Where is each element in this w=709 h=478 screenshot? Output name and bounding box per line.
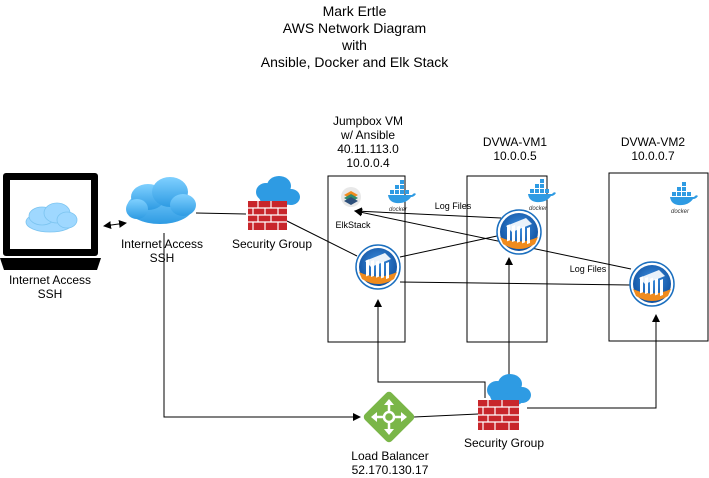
- load-balancer-label: Load Balancer 52.170.130.17: [340, 449, 440, 477]
- security-group-bottom-label: Security Group: [463, 436, 545, 450]
- title-line-1: Mark Ertle: [322, 3, 387, 19]
- jumpbox-label-line-4: 10.0.0.4: [346, 156, 390, 170]
- dvwa2-log-files-link: [354, 208, 632, 270]
- internet-load-balancer-link: [163, 233, 361, 421]
- docker-icon-jumpbox: docker: [388, 180, 416, 213]
- security-group-top-icon: [248, 176, 300, 230]
- load-balancer-security-group-link: [413, 413, 479, 418]
- laptop-internet-link: [103, 219, 127, 230]
- internet-label-line-2: SSH: [149, 251, 175, 265]
- jumpbox-label-line-3: 40.11.113.0: [337, 142, 399, 156]
- load-balancer-icon: [363, 391, 415, 443]
- client-label: Internet Access SSH: [0, 273, 100, 301]
- title-line-2: AWS Network Diagram: [282, 20, 427, 36]
- jumpbox-dvwa1-link: [399, 235, 498, 258]
- client-label-line-2: SSH: [37, 287, 63, 301]
- server-router-icon-dvwa2: [629, 261, 675, 307]
- server-router-icon-dvwa1: [496, 209, 542, 255]
- docker-icon-dvwa2: docker: [670, 182, 698, 215]
- security-group-jumpbox-link: [286, 220, 358, 257]
- load-balancer-label-line-1: Load Balancer: [351, 449, 429, 463]
- title-line-3: with: [342, 37, 367, 53]
- dvwa1-label: DVWA-VM1 10.0.0.5: [470, 135, 560, 163]
- dvwa1-log-files-link: [354, 207, 502, 219]
- connectors: [103, 207, 660, 421]
- dvwa2-label: DVWA-VM2 10.0.0.7: [608, 135, 698, 163]
- dvwa1-label-line-1: DVWA-VM1: [482, 135, 548, 149]
- docker-wordmark: docker: [529, 206, 548, 212]
- internet-label: Internet Access SSH: [110, 237, 214, 265]
- log-files-label-1: Log Files: [434, 201, 472, 211]
- log-files-label-2: Log Files: [569, 264, 607, 274]
- server-router-icon-jumpbox: [355, 244, 401, 290]
- internet-security-group-link: [195, 212, 247, 215]
- client-label-line-1: Internet Access: [8, 273, 92, 287]
- jumpbox-dvwa2-link: [399, 281, 631, 286]
- laptop-icon: [0, 173, 101, 270]
- elk-stack-label: ElkStack: [335, 220, 371, 230]
- security-group-to-jumpbox-link: [374, 299, 486, 398]
- dvwa1-label-line-2: 10.0.0.5: [493, 149, 537, 163]
- jumpbox-label-line-2: w/ Ansible: [340, 128, 396, 142]
- security-group-bottom-icon: [478, 374, 531, 430]
- dvwa-vm2-box: [608, 172, 709, 342]
- internet-label-line-1: Internet Access: [120, 237, 204, 251]
- docker-wordmark: docker: [671, 209, 690, 215]
- jumpbox-label-line-1: Jumpbox VM: [332, 114, 404, 128]
- elk-stack-icon: [341, 187, 361, 207]
- jumpbox-label: Jumpbox VM w/ Ansible 40.11.113.0 10.0.0…: [320, 114, 416, 170]
- dvwa2-label-line-1: DVWA-VM2: [620, 135, 686, 149]
- security-group-top-label: Security Group: [231, 237, 313, 251]
- docker-wordmark: docker: [389, 207, 408, 213]
- title-line-4: Ansible, Docker and Elk Stack: [260, 54, 449, 70]
- dvwa2-label-line-2: 10.0.0.7: [631, 149, 675, 163]
- diagram-title: Mark Ertle AWS Network Diagram with Ansi…: [0, 3, 709, 71]
- load-balancer-label-line-2: 52.170.130.17: [351, 463, 429, 477]
- docker-icon-dvwa1: docker: [528, 179, 556, 212]
- security-group-to-dvwa2-link: [527, 314, 660, 409]
- internet-cloud-icon: [126, 177, 196, 224]
